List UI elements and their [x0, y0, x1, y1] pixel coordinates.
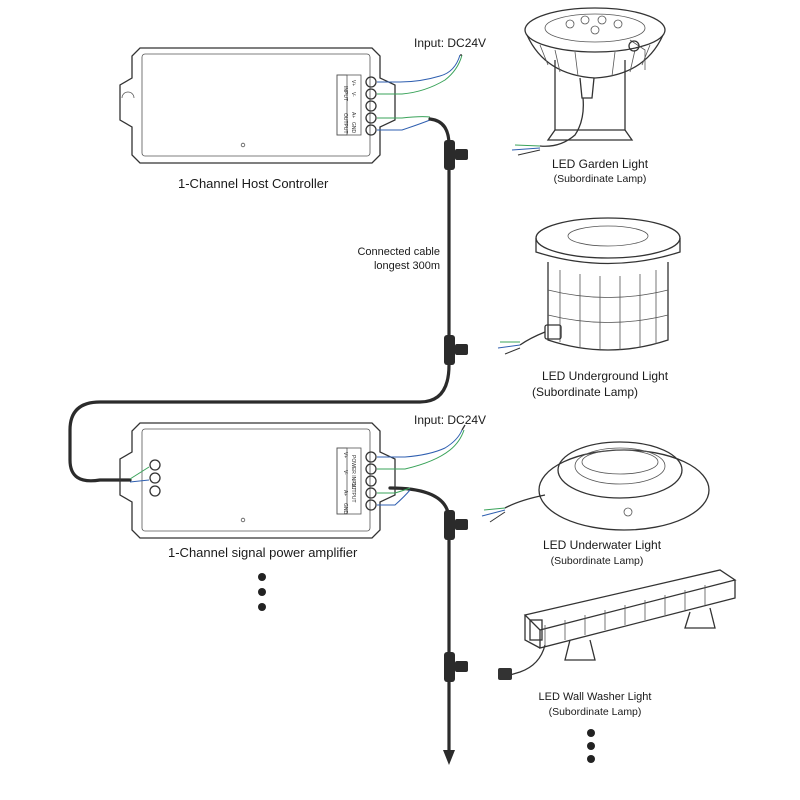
t-connector-1: [444, 140, 468, 170]
host-term-v-minus: V-: [350, 92, 356, 97]
host-controller-box: INPUT OUTPUT V+ V- A+ GND: [119, 47, 463, 164]
wall-washer-icon: [498, 569, 737, 680]
garden-light-name: LED Garden Light: [551, 157, 649, 171]
underground-light-icon: [497, 217, 681, 355]
garden-light-icon: [511, 7, 666, 156]
amplifier-input-label: Input: DC24V: [414, 413, 487, 427]
main-cable: [68, 117, 455, 765]
host-controller-label: 1-Channel Host Controller: [178, 176, 329, 191]
host-input-label: Input: DC24V: [414, 36, 487, 50]
amp-output-title: OUTPUT: [350, 482, 356, 503]
underwater-light-role: (Subordinate Lamp): [550, 555, 644, 567]
wall-washer-name: LED Wall Washer Light: [538, 691, 652, 703]
wall-washer-role: (Subordinate Lamp): [548, 706, 642, 718]
underground-light-name: LED Underground Light: [541, 369, 669, 383]
host-output-title: OUTPUT: [342, 113, 348, 134]
amp-term-a-plus: A+: [342, 490, 348, 496]
cable-note-line1: Connected cable: [357, 246, 440, 258]
host-term-a-plus: A+: [350, 112, 356, 118]
t-connector-4: [444, 652, 468, 682]
host-input-title: INPUT: [342, 86, 348, 101]
host-term-gnd: GND: [350, 122, 356, 134]
underwater-light-icon: [481, 441, 710, 531]
amp-term-v-minus: V-: [342, 470, 348, 475]
underwater-light-name: LED Underwater Light: [542, 538, 662, 552]
amp-term-gnd: GND: [342, 503, 348, 515]
host-term-v-plus: V+: [350, 80, 356, 86]
amp-term-v-plus: V+: [342, 452, 348, 458]
underground-light-role: (Subordinate Lamp): [531, 385, 639, 399]
ellipsis-dots-icon: [258, 573, 266, 611]
cable-note-line2: longest 300m: [373, 260, 440, 272]
t-connector-2: [444, 335, 468, 365]
garden-light-role: (Subordinate Lamp): [553, 173, 647, 185]
t-connector-3: [444, 510, 468, 540]
amp-input-title: POWER INPUT: [350, 455, 356, 490]
ellipsis-dots-icon: [587, 729, 595, 763]
amplifier-box: POWER INPUT V+ V- OUTPUT A+ GND: [119, 422, 465, 539]
amplifier-label: 1-Channel signal power amplifier: [168, 545, 358, 560]
